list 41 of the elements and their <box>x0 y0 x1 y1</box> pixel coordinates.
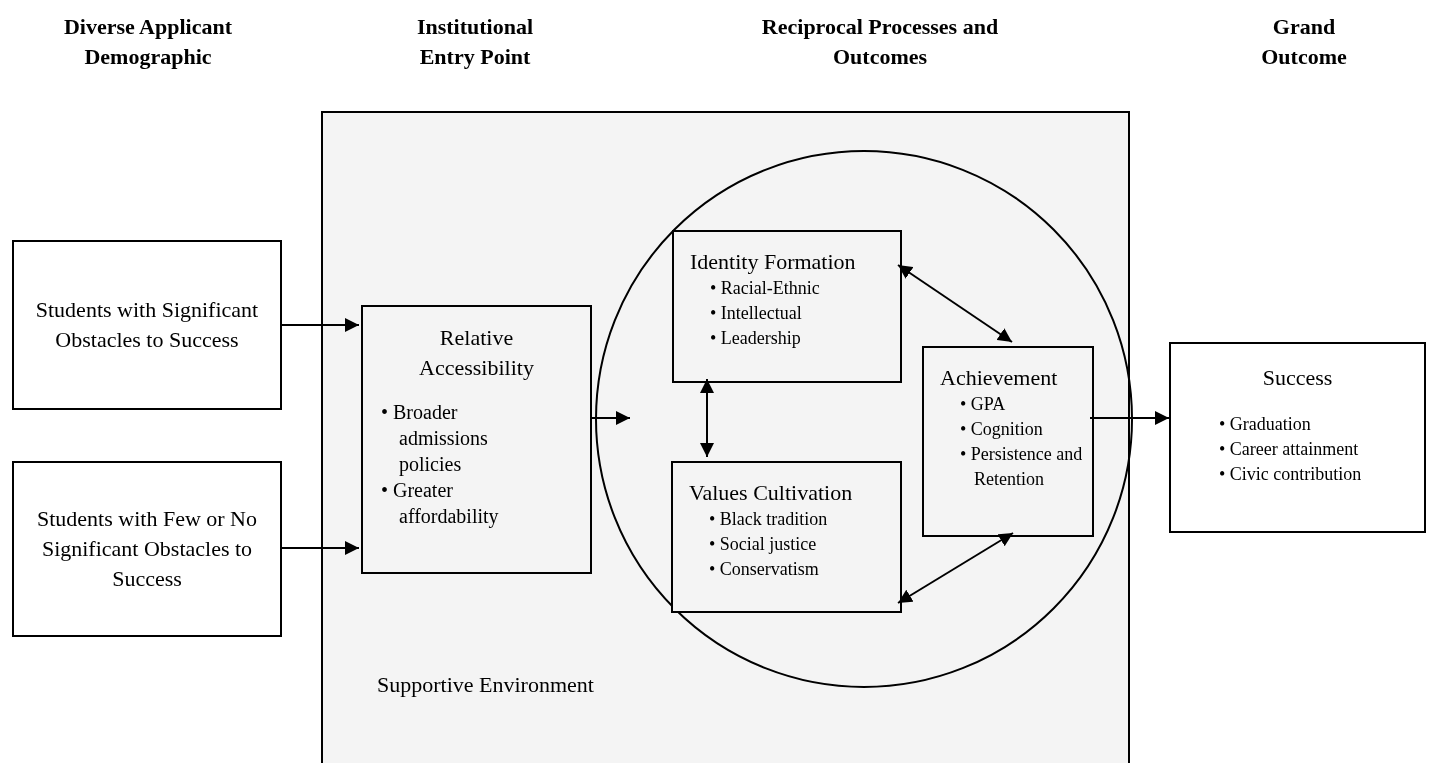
column-heading: Grand Outcome <box>1260 13 1348 71</box>
bullet-item: • Broader admissions policies <box>381 400 489 477</box>
arrow <box>700 378 714 458</box>
bullet-item: • Cognition <box>960 418 1044 441</box>
box-heading: Success <box>1262 364 1333 392</box>
bullet-item: • Black tradition <box>709 508 829 531</box>
box-heading: Values Cultivation <box>689 479 854 507</box>
text-box <box>1169 342 1426 533</box>
text-box <box>672 230 902 383</box>
arrow <box>897 532 1014 604</box>
box-heading: Relative Accessibility <box>418 324 535 382</box>
bullet-item: • Persistence and Retention <box>960 443 1084 491</box>
bullet-item: • Greater affordability <box>381 478 500 529</box>
bullet-item: • Racial-Ethnic <box>710 277 821 300</box>
column-heading: Institutional Entry Point <box>415 13 535 71</box>
bullet-item: • Social justice <box>709 533 818 556</box>
bullet-item: • Intellectual <box>710 302 803 325</box>
bullet-item: • GPA <box>960 393 1007 416</box>
arrow <box>281 541 360 555</box>
box-heading: Identity Formation <box>690 248 857 276</box>
arrow <box>1089 411 1170 425</box>
bullet-item: • Career attainment <box>1219 438 1360 461</box>
box-heading: Achievement <box>940 364 1059 392</box>
bullet-item: • Civic contribution <box>1219 463 1362 486</box>
box-text: Students with Few or No Significant Obstacles to Success <box>36 505 258 593</box>
column-heading: Diverse Applicant Demographic <box>62 13 234 71</box>
bullet-item: • Graduation <box>1219 413 1312 436</box>
environment-panel <box>321 111 1130 763</box>
environment-label: Supportive Environment <box>377 671 594 699</box>
text-box <box>361 305 592 574</box>
column-heading: Reciprocal Processes and Outcomes <box>760 13 1000 71</box>
arrow <box>281 318 360 332</box>
text-box <box>922 346 1094 537</box>
arrow <box>589 411 631 425</box>
box-text: Students with Significant Obstacles to Success <box>34 296 260 354</box>
text-box <box>671 461 902 613</box>
bullet-item: • Leadership <box>710 327 802 350</box>
text-box <box>12 240 282 410</box>
arrow <box>897 264 1013 343</box>
bullet-item: • Conservatism <box>709 558 820 581</box>
text-box <box>12 461 282 637</box>
